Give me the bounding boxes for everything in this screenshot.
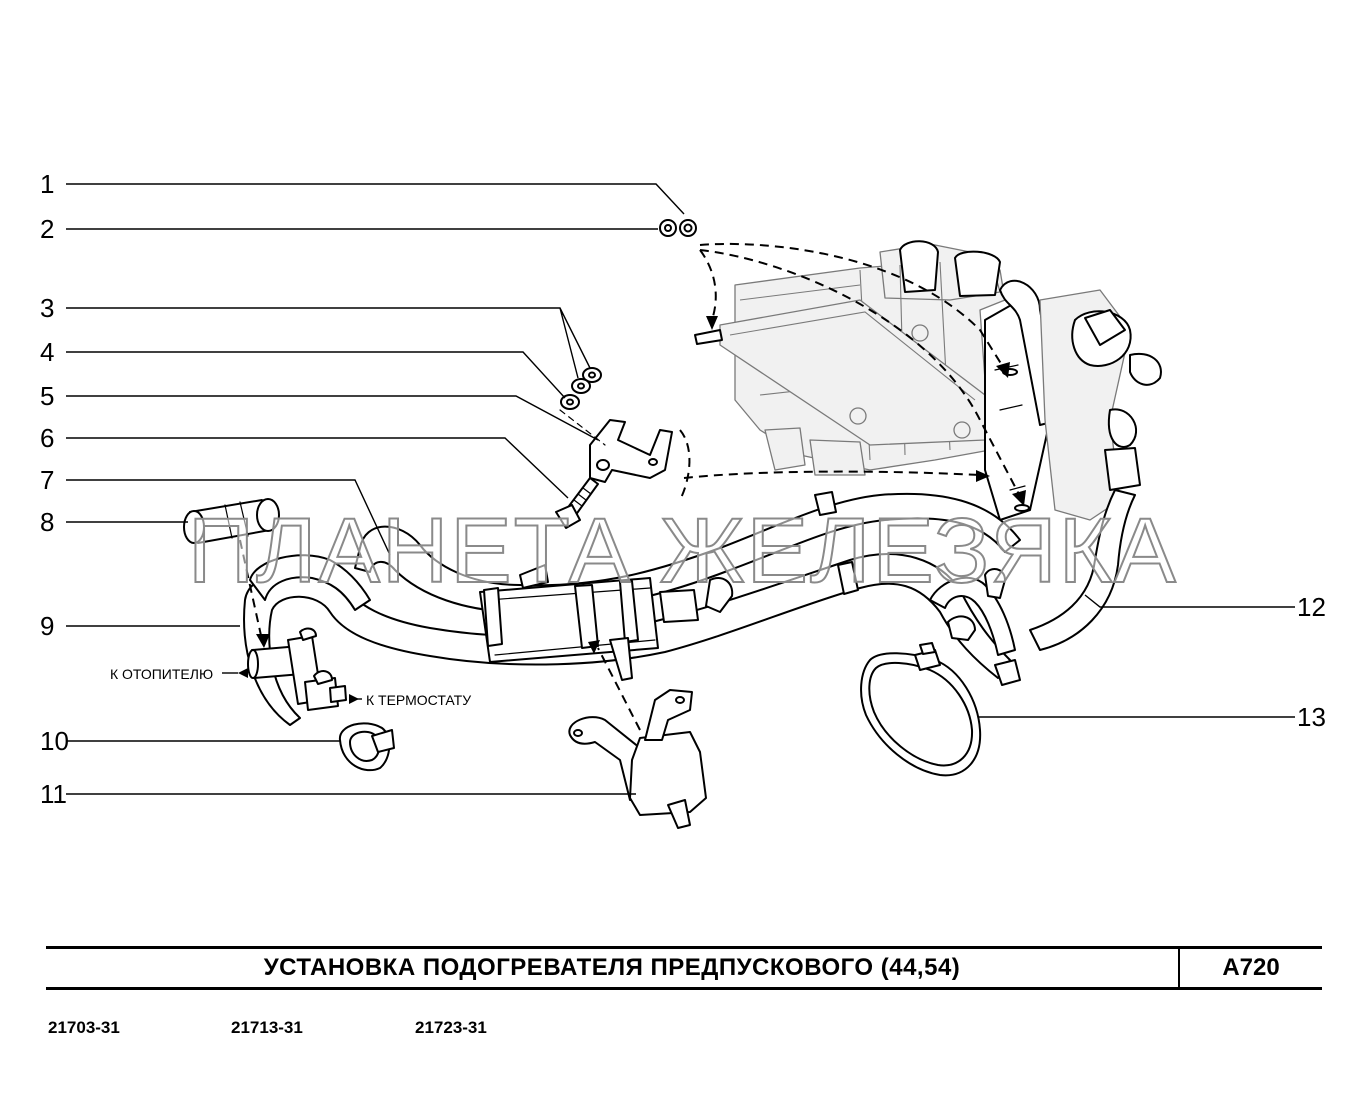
model-code: 21713-31 bbox=[231, 1018, 303, 1037]
callout-9: 9 bbox=[40, 611, 54, 641]
model-code: 21723-31 bbox=[415, 1018, 487, 1037]
callout-1: 1 bbox=[40, 169, 54, 199]
hose-fitting-8 bbox=[183, 498, 280, 544]
washers bbox=[560, 367, 602, 410]
drawing-title: УСТАНОВКА ПОДОГРЕВАТЕЛЯ ПРЕДПУСКОВОГО (4… bbox=[46, 949, 1180, 987]
callout-13: 13 bbox=[1297, 702, 1326, 732]
bolt-6 bbox=[555, 477, 599, 529]
clamp-10 bbox=[338, 722, 395, 772]
callout-6: 6 bbox=[40, 423, 54, 453]
tee-connector bbox=[247, 627, 347, 711]
model-list: 21703-31 21713-31 21723-31 bbox=[0, 1018, 1371, 1042]
leader-lines bbox=[66, 183, 1295, 795]
callout-11: 11 bbox=[40, 779, 67, 809]
to-thermostat-label: К ТЕРМОСТАТУ bbox=[366, 692, 471, 708]
model-code: 21703-31 bbox=[48, 1018, 120, 1037]
callout-8: 8 bbox=[40, 507, 54, 537]
bracket-5 bbox=[589, 419, 673, 483]
to-heater-label: К ОТОПИТЕЛЮ bbox=[110, 666, 213, 682]
callout-10: 10 bbox=[40, 726, 69, 756]
callout-5: 5 bbox=[40, 381, 54, 411]
callout-12: 12 bbox=[1297, 592, 1326, 622]
watermark: ПЛАНЕТА ЖЕЛЕЗЯКА bbox=[188, 500, 1178, 602]
callout-2: 2 bbox=[40, 214, 54, 244]
coolant-hose-assembly bbox=[243, 489, 1136, 726]
callout-4: 4 bbox=[40, 337, 54, 367]
nut-and-washer bbox=[659, 219, 697, 237]
band-clamp-13 bbox=[860, 642, 982, 777]
stud-bolt bbox=[694, 329, 723, 345]
callout-7: 7 bbox=[40, 465, 54, 495]
drawing-code: A720 bbox=[1222, 954, 1280, 981]
callout-numbers: 1 2 3 4 5 6 7 8 9 10 11 12 13 bbox=[40, 169, 1326, 809]
support-bracket-11 bbox=[568, 689, 707, 829]
callout-3: 3 bbox=[40, 293, 54, 323]
heater-unit-drawing bbox=[719, 240, 1162, 521]
title-block: УСТАНОВКА ПОДОГРЕВАТЕЛЯ ПРЕДПУСКОВОГО (4… bbox=[46, 946, 1322, 990]
